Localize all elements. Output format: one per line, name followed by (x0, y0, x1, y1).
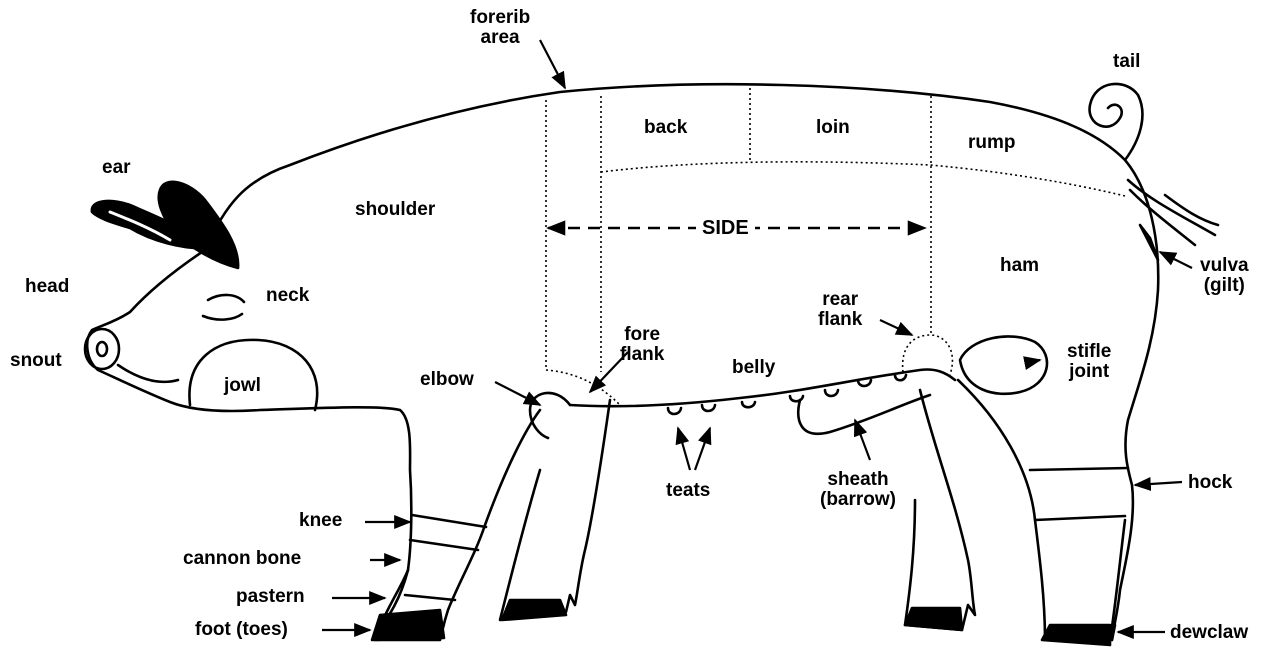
label-stifle-joint: stifle joint (1067, 342, 1111, 382)
label-rear-flank: rear flank (818, 290, 862, 330)
label-jowl: jowl (224, 376, 261, 396)
snout-shape (85, 329, 119, 369)
label-loin: loin (816, 118, 850, 138)
label-ham: ham (1000, 256, 1039, 276)
label-sheath-barrow: sheath (barrow) (820, 470, 896, 510)
label-side: SIDE (696, 218, 755, 238)
label-belly: belly (732, 358, 775, 378)
label-cannon-bone: cannon bone (183, 549, 301, 569)
label-knee: knee (299, 511, 342, 531)
label-tail: tail (1113, 52, 1140, 72)
sheath-shape (798, 395, 930, 434)
label-pastern: pastern (236, 587, 305, 607)
label-head: head (25, 277, 69, 297)
label-shoulder: shoulder (355, 200, 435, 220)
label-fore-flank: fore flank (620, 325, 664, 365)
label-back: back (644, 118, 687, 138)
label-teats: teats (666, 481, 710, 501)
label-vulva-gilt: vulva (gilt) (1200, 256, 1249, 296)
tail-shape (1090, 84, 1143, 160)
hind-leg-near (905, 390, 975, 630)
hind-leg-far (958, 380, 1125, 640)
label-elbow: elbow (420, 370, 474, 390)
label-hock: hock (1188, 473, 1232, 493)
label-foot-toes: foot (toes) (195, 620, 288, 640)
label-snout: snout (10, 351, 62, 371)
label-ear: ear (102, 158, 131, 178)
label-neck: neck (266, 286, 309, 306)
pig-body-outline (205, 84, 1158, 640)
label-dewclaw: dewclaw (1170, 623, 1248, 643)
label-forerib-area: forerib area (470, 8, 530, 48)
stifle-shape (960, 336, 1047, 393)
label-rump: rump (968, 133, 1016, 153)
front-leg-far (500, 400, 610, 620)
pig-head-outline (87, 250, 411, 635)
